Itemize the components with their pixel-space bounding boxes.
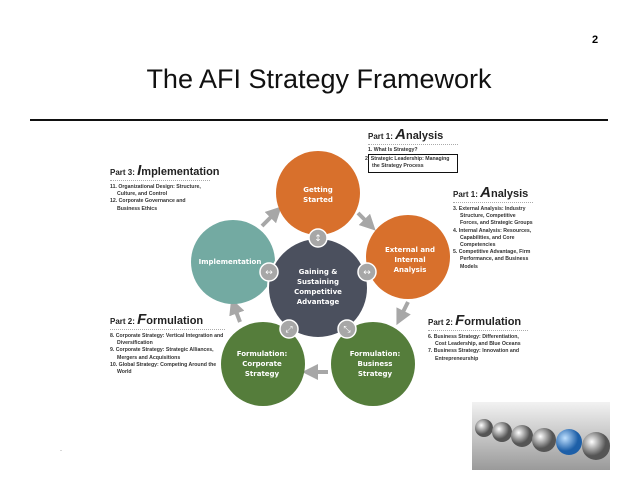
connector-icon	[259, 262, 279, 282]
text: F	[455, 312, 465, 329]
connector-icon	[308, 228, 328, 248]
text: 5. Competitive Advantage, Firm Performan…	[453, 249, 531, 270]
circle-business	[331, 322, 415, 406]
text: Part 1:	[368, 132, 396, 141]
text: mplementation	[141, 166, 220, 178]
arrow-start-to-analysis	[356, 211, 376, 231]
text: Part 1:	[453, 190, 481, 199]
text: A	[395, 126, 406, 143]
circle-label: Started	[303, 196, 333, 204]
circle-implementation	[191, 220, 275, 304]
part3-block: Part 3: Implementation 11. Organizationa…	[110, 162, 220, 213]
svg-text:⤡: ⤡	[343, 325, 350, 335]
part1-top-block: Part 1: Analysis 1. What Is Strategy?2. …	[365, 126, 458, 173]
svg-text:↔: ↔	[363, 268, 371, 278]
part2-left-block: Part 2: Formulation 8. Corporate Strateg…	[110, 311, 225, 376]
circle-label: Internal	[394, 256, 425, 264]
connector-icon	[279, 319, 299, 339]
text: Part 3:	[110, 168, 138, 177]
text: F	[137, 311, 147, 328]
footer-mark: -	[60, 448, 62, 454]
center-text: Sustaining	[297, 278, 339, 286]
text: 7. Business Strategy: Innovation and Ent…	[428, 348, 520, 362]
text: A	[480, 184, 491, 201]
text: 1. What Is Strategy?	[368, 147, 418, 153]
decorative-spheres-image	[472, 402, 610, 470]
circle-label: Formulation:	[237, 350, 288, 358]
text: 4. Internal Analysis: Resources, Capabil…	[453, 227, 532, 249]
text: 9. Corporate Strategy: Strategic Allianc…	[110, 347, 214, 361]
text: nalysis	[405, 130, 444, 142]
text: 11. Organizational Design: Structure, Cu…	[110, 184, 201, 198]
circle-corporate	[221, 322, 305, 406]
text: 8. Corporate Strategy: Vertical Integrat…	[110, 333, 224, 347]
text: 6. Business Strategy: Differentiation, C…	[428, 334, 521, 348]
circle-label: Getting	[303, 186, 333, 194]
circle-getting-started	[276, 151, 360, 235]
circle-label: Strategy	[245, 370, 280, 378]
text: ormulation	[146, 315, 204, 327]
text: ormulation	[464, 316, 522, 328]
center-text: Competitive	[294, 288, 342, 296]
text: 3. External Analysis: Industry Structure…	[453, 206, 533, 227]
text: nalysis	[490, 188, 529, 200]
center-text: Advantage	[297, 298, 340, 306]
slide-title: The AFI Strategy Framework	[146, 64, 492, 94]
circle-label: Analysis	[394, 266, 427, 274]
circle-label: Formulation:	[350, 350, 401, 358]
svg-text:↔: ↔	[265, 268, 273, 278]
connector-icon	[337, 319, 357, 339]
highlighted-item: 2. Strategic Leadership: Managing the St…	[365, 154, 458, 173]
center-text: Gaining &	[299, 268, 338, 276]
circle-label: External and	[385, 246, 435, 254]
text: 10. Global Strategy: Competing Around th…	[110, 361, 217, 376]
circle-label: Strategy	[358, 370, 393, 378]
circle-label: Business	[358, 360, 393, 368]
connector-icon	[357, 262, 377, 282]
circle-label: Implementation	[199, 258, 262, 266]
arrow-corporate-to-impl	[229, 298, 245, 323]
text: 12. Corporate Governance and Business Et…	[110, 198, 186, 212]
svg-text:⤢: ⤢	[284, 325, 292, 335]
circle-label: Corporate	[242, 360, 282, 368]
title-divider	[30, 119, 608, 121]
text: Part 2:	[428, 318, 456, 327]
page-number: 2	[592, 34, 599, 46]
circle-analysis	[366, 215, 450, 299]
part1-right-block: Part 1: Analysis 3. External Analysis: I…	[453, 184, 533, 271]
arrow-analysis-to-business	[396, 301, 411, 326]
text: I	[137, 162, 142, 179]
text: Part 2:	[110, 317, 138, 326]
arrow-impl-to-start	[260, 206, 282, 228]
part2-right-block: Part 2: Formulation 6. Business Strategy…	[428, 312, 528, 363]
svg-text:↕: ↕	[314, 234, 322, 244]
